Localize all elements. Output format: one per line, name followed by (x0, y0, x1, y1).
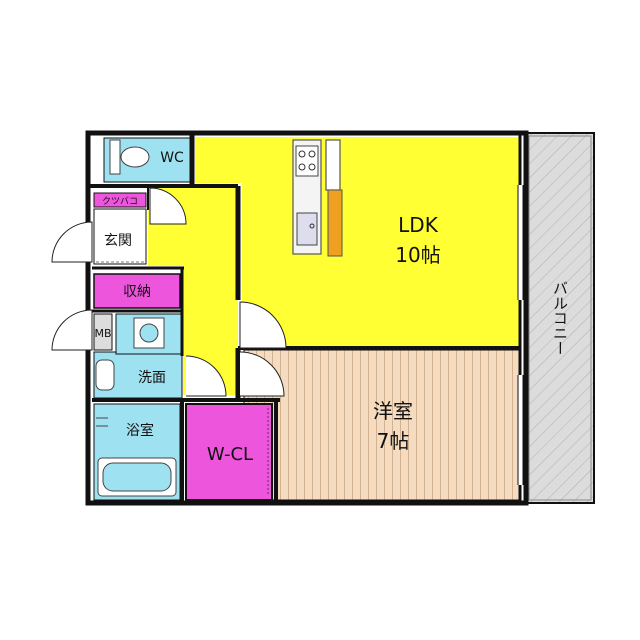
walk-in-closet-label: W-CL (207, 444, 253, 465)
wc-label: WC (160, 150, 184, 166)
ldk-name: LDK (398, 213, 439, 237)
entrance-label: 玄関 (104, 232, 132, 249)
washing-machine-icon (133, 317, 165, 349)
bathtub-icon (97, 457, 177, 497)
ldk-room: LDK 10帖 (195, 137, 520, 348)
balcony: バルコニー (525, 132, 595, 504)
toilet-icon (109, 139, 150, 175)
entrance: 玄関 (93, 208, 147, 265)
door-swing-icon[interactable] (51, 187, 287, 397)
meter-box-label: MB (94, 327, 111, 340)
bathroom-label: 浴室 (126, 422, 154, 439)
bathroom: 浴室 (93, 403, 181, 501)
walls (85, 130, 529, 506)
western-room: 洋室 7帖 (243, 349, 521, 501)
balcony-label: バルコニー (551, 281, 569, 356)
shoe-cabinet: クツバコ (93, 192, 147, 208)
windows (517, 185, 524, 485)
storage-closet: 収納 (93, 273, 181, 309)
sink-icon (296, 212, 318, 246)
hallway (148, 188, 238, 395)
western-room-name: 洋室 (373, 399, 413, 423)
kitchen-counter (292, 139, 343, 257)
walk-in-closet: W-CL (185, 403, 273, 501)
washroom-label: 洗面 (138, 370, 166, 386)
western-room-size: 7帖 (377, 429, 410, 453)
storage-label: 収納 (123, 284, 151, 300)
stove-icon (295, 145, 319, 177)
washroom: 洗面 (93, 313, 183, 399)
meter-box: MB (93, 313, 113, 351)
shoe-cabinet-label: クツバコ (102, 196, 138, 207)
washbasin-icon (95, 359, 115, 391)
ldk-size: 10帖 (395, 243, 440, 267)
wc-room: WC (103, 137, 193, 183)
